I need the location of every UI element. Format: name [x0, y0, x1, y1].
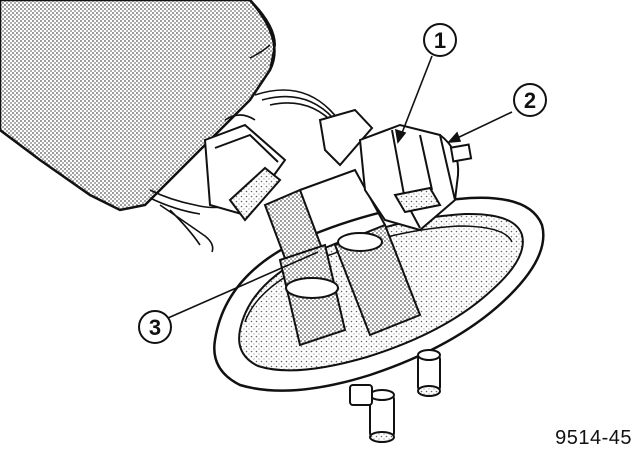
- callout-1: 1: [423, 23, 457, 57]
- callout-3: 3: [138, 310, 172, 344]
- harness-connector: [203, 108, 374, 222]
- pump-cylinder: [263, 168, 422, 347]
- sending-unit: [358, 123, 473, 232]
- leader-lines: [167, 55, 513, 319]
- svg-text:1: 1: [434, 28, 446, 53]
- callout-1-leader: [399, 55, 433, 139]
- callout-2-leader: [452, 111, 513, 141]
- outlet-tube: [349, 349, 441, 443]
- callout-3-leader: [167, 251, 319, 319]
- pump-housing: [0, 0, 277, 212]
- svg-text:3: 3: [149, 315, 161, 340]
- callout-2: 2: [513, 83, 547, 117]
- figure-id: 9514-45: [555, 427, 632, 449]
- svg-text:2: 2: [524, 88, 536, 113]
